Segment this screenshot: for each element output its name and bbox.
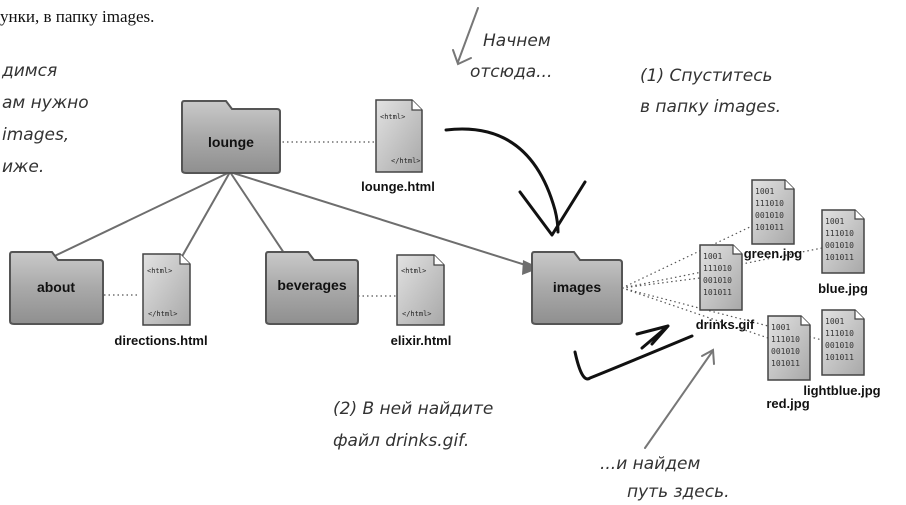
html-file-icon-directions: <html> </html> [142, 253, 191, 326]
arrowhead [635, 324, 670, 350]
note-start-line: отсюда... [470, 62, 552, 82]
file-label: elixir.html [391, 333, 452, 348]
image-file-icon-lightblue: 1001 111010 001010 101011 [821, 309, 865, 376]
arrowhead [518, 180, 587, 237]
arrow-to-drinks [573, 334, 694, 381]
arrow-start [457, 7, 479, 63]
arrow-lounge-to-images [444, 127, 560, 234]
left-note: димся ам нужно images, иже. [1, 61, 89, 177]
left-note-line: иже. [2, 157, 44, 177]
folder-label: images [553, 279, 601, 295]
binary-line: 1001 [825, 317, 844, 326]
binary-line: 001010 [703, 276, 732, 285]
html-close-tag: </html> [148, 310, 178, 318]
file-label: lounge.html [361, 179, 435, 194]
left-note-line: ам нужно [2, 93, 89, 113]
file-label: green.jpg [744, 246, 803, 261]
binary-line: 001010 [771, 347, 800, 356]
binary-line: 101011 [755, 223, 784, 232]
binary-line: 001010 [825, 341, 854, 350]
left-note-line: images, [2, 125, 69, 145]
folder-icon-lounge: lounge [181, 100, 281, 174]
image-file-icon-green: 1001 111010 001010 101011 [751, 179, 795, 245]
note-step2-line: (2) В ней найдите [333, 399, 493, 419]
folder-icon-about: about [9, 251, 104, 325]
note-step1-line: (1) Спуститесь [640, 66, 773, 86]
binary-line: 111010 [755, 199, 784, 208]
binary-line: 111010 [771, 335, 800, 344]
binary-line: 101011 [825, 353, 854, 362]
file-label: blue.jpg [818, 281, 868, 296]
html-close-tag: </html> [391, 157, 421, 165]
note-end-line: путь здесь. [627, 482, 730, 502]
note-step2-line: файл drinks.gif. [333, 431, 469, 451]
image-file-icon-drinks: 1001 111010 001010 101011 [699, 244, 743, 311]
note-start-line: Начнем [483, 31, 551, 51]
html-close-tag: </html> [402, 310, 432, 318]
folder-label: about [37, 279, 75, 295]
binary-line: 1001 [771, 323, 790, 332]
binary-line: 001010 [825, 241, 854, 250]
html-file-icon-elixir: <html> </html> [396, 254, 445, 326]
html-open-tag: <html> [147, 267, 172, 275]
arrow-end [644, 351, 713, 449]
binary-line: 1001 [825, 217, 844, 226]
folder-label: beverages [277, 277, 346, 293]
binary-line: 001010 [755, 211, 784, 220]
image-file-icon-red: 1001 111010 001010 101011 [767, 315, 811, 381]
folder-icon-images: images [531, 251, 623, 325]
tree-connectors [41, 171, 536, 269]
left-note-line: димся [1, 61, 57, 81]
arrowhead [452, 49, 472, 66]
image-file-icon-blue: 1001 111010 001010 101011 [821, 209, 865, 274]
file-label: directions.html [114, 333, 207, 348]
file-label: drinks.gif [696, 317, 755, 332]
file-label: red.jpg [766, 396, 809, 411]
folder-icon-beverages: beverages [265, 251, 359, 325]
folder-label: lounge [208, 134, 254, 150]
binary-line: 1001 [703, 252, 722, 261]
binary-line: 111010 [825, 229, 854, 238]
html-open-tag: <html> [401, 267, 426, 275]
binary-line: 111010 [703, 264, 732, 273]
binary-line: 1001 [755, 187, 774, 196]
note-end-line: ...и найдем [600, 454, 700, 474]
header-text: унки, в папку images. [0, 7, 154, 26]
arrowhead [701, 348, 715, 365]
html-open-tag: <html> [380, 113, 405, 121]
binary-line: 101011 [825, 253, 854, 262]
html-file-icon-lounge: <html> </html> [375, 99, 423, 173]
binary-line: 101011 [771, 359, 800, 368]
file-label: lightblue.jpg [803, 383, 880, 398]
binary-line: 111010 [825, 329, 854, 338]
note-step1-line: в папку images. [640, 97, 781, 117]
binary-line: 101011 [703, 288, 732, 297]
